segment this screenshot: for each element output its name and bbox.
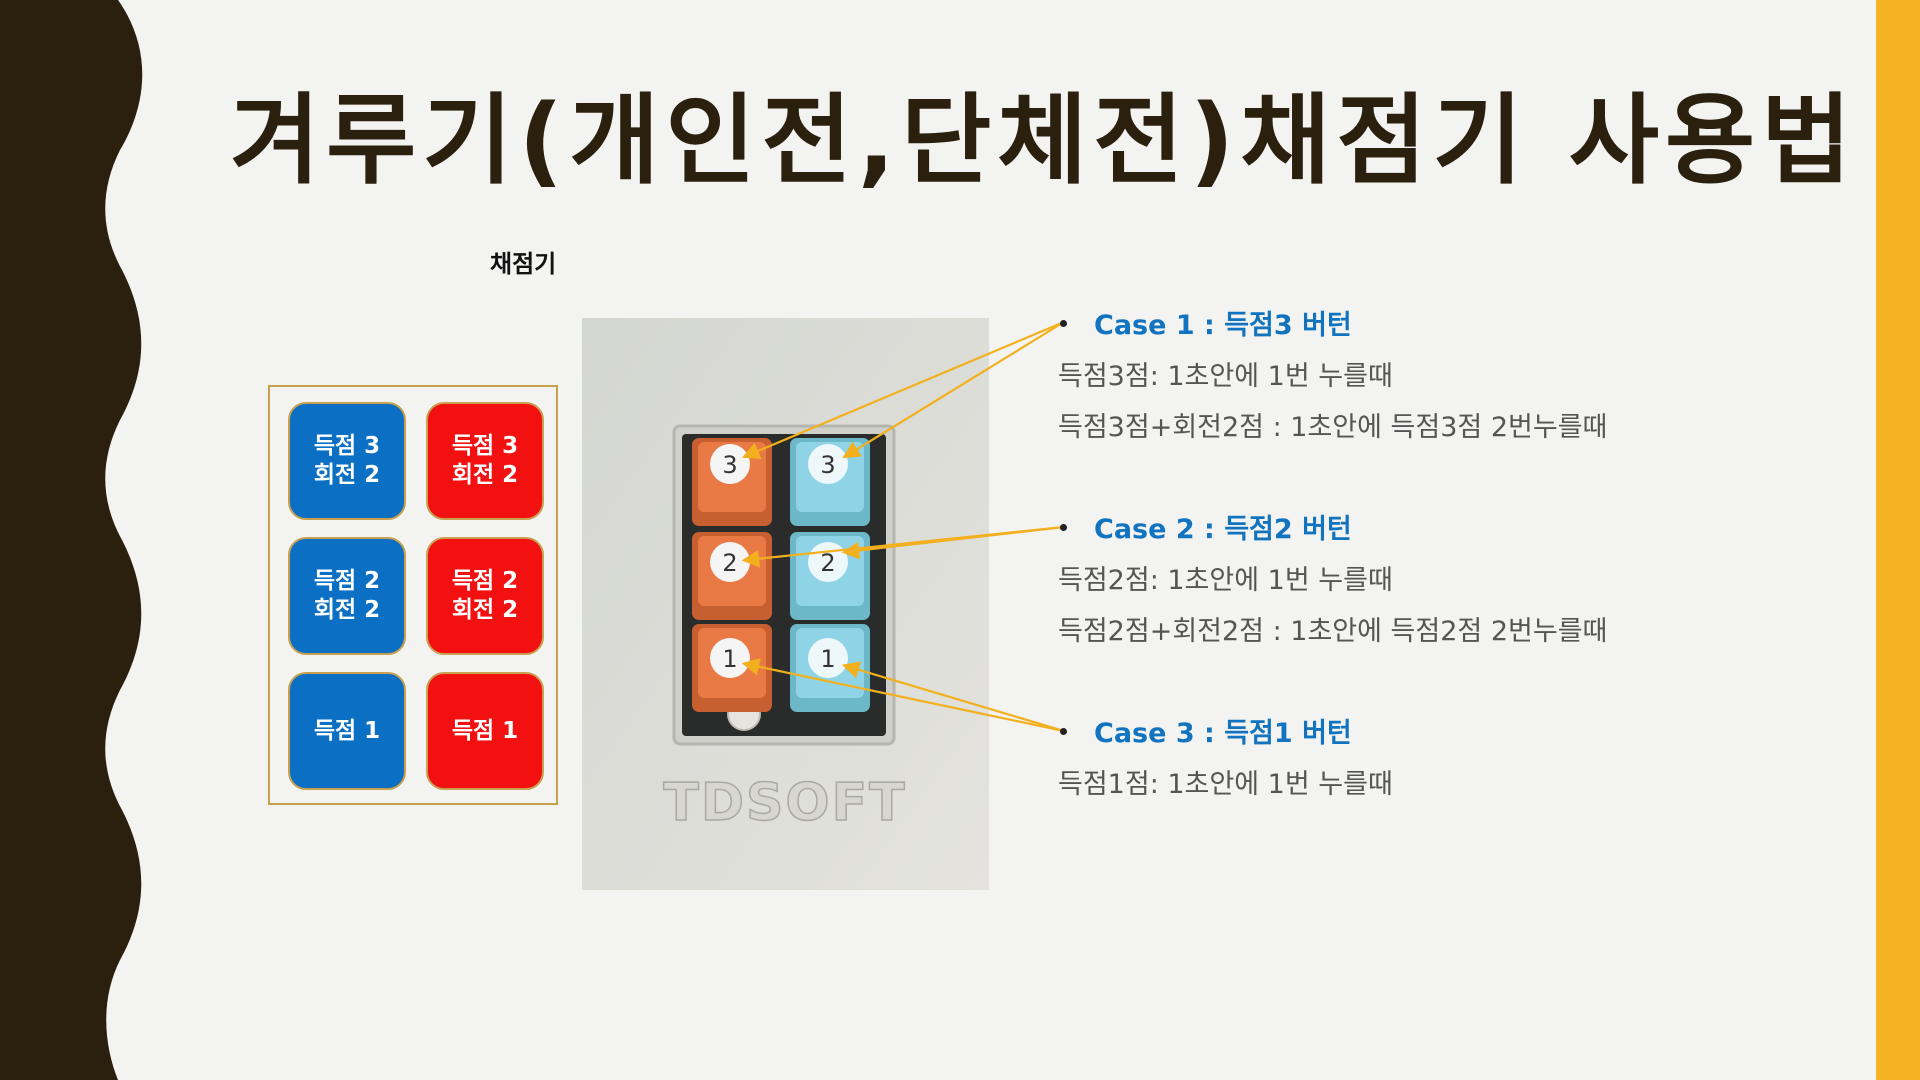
- device-key-orange-3: 3: [692, 438, 772, 526]
- case-2-line-2: 득점2점+회전2점 : 1초안에 득점2점 2번누를때: [1058, 616, 1608, 647]
- bullet-icon: [1060, 320, 1067, 327]
- case-1-line-1: 득점3점: 1초안에 1번 누를때: [1058, 361, 1393, 392]
- case-3-line-1: 득점1점: 1초안에 1번 누를때: [1058, 769, 1393, 800]
- right-accent-band: [1876, 0, 1920, 1080]
- case-3-heading: Case 3 : 득점1 버턴: [1094, 718, 1352, 749]
- device-key-orange-2: 2: [692, 532, 772, 620]
- legend-button-red-2: 득점 2 회전 2: [426, 537, 544, 655]
- key-number: 1: [722, 645, 737, 673]
- device-key-cyan-2: 2: [790, 532, 870, 620]
- scorer-device-photo: 3 3 2 2 1 1 TDSOFT: [582, 318, 989, 890]
- button-legend: 득점 3 회전 2 득점 3 회전 2 득점 2 회전 2 득점 2 회전 2 …: [268, 385, 558, 805]
- page-title: 겨루기(개인전,단체전)채점기 사용법: [230, 84, 1858, 198]
- bullet-icon: [1060, 728, 1067, 735]
- left-decorative-band: [0, 0, 143, 1080]
- device-brand-engraving: TDSOFT: [663, 773, 906, 833]
- legend-button-red-3: 득점 3 회전 2: [426, 402, 544, 520]
- case-1-heading: Case 1 : 득점3 버턴: [1094, 310, 1352, 341]
- device-key-cyan-3: 3: [790, 438, 870, 526]
- key-number: 2: [722, 549, 737, 577]
- case-2-line-1: 득점2점: 1초안에 1번 누를때: [1058, 565, 1393, 596]
- legend-button-red-1: 득점 1: [426, 672, 544, 790]
- key-number: 2: [820, 549, 835, 577]
- case-1-line-2: 득점3점+회전2점 : 1초안에 득점3점 2번누를때: [1058, 412, 1608, 443]
- scorer-label: 채점기: [490, 250, 557, 278]
- device-key-orange-1: 1: [692, 624, 772, 712]
- key-number: 3: [722, 451, 737, 479]
- legend-button-blue-3: 득점 3 회전 2: [288, 402, 406, 520]
- legend-button-blue-2: 득점 2 회전 2: [288, 537, 406, 655]
- key-number: 3: [820, 451, 835, 479]
- device-key-cyan-1: 1: [790, 624, 870, 712]
- key-number: 1: [820, 645, 835, 673]
- case-list: Case 1 : 득점3 버턴 득점3점: 1초안에 1번 누를때 득점3점+회…: [1058, 0, 1878, 1080]
- legend-button-blue-1: 득점 1: [288, 672, 406, 790]
- bullet-icon: [1060, 524, 1067, 531]
- case-2-heading: Case 2 : 득점2 버턴: [1094, 514, 1352, 545]
